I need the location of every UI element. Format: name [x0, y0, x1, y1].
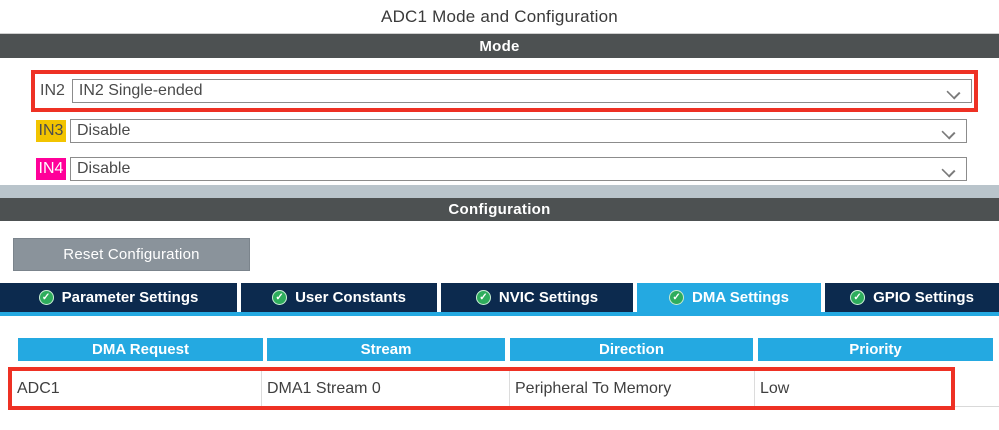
- tab-dma-settings[interactable]: DMA Settings: [637, 283, 821, 312]
- cell-direction: Peripheral To Memory: [510, 371, 755, 406]
- in3-selected-value: Disable: [77, 122, 131, 139]
- in2-selected-value: IN2 Single-ended: [78, 82, 203, 99]
- tab-label: User Constants: [295, 289, 406, 306]
- check-circle-icon: [669, 290, 685, 305]
- tab-user-constants[interactable]: User Constants: [241, 283, 437, 312]
- cell-dma-request: ADC1: [12, 371, 262, 406]
- in2-label: IN2: [40, 82, 65, 99]
- settings-tab-bar: Parameter Settings User Constants NVIC S…: [0, 283, 999, 316]
- tab-parameter-settings[interactable]: Parameter Settings: [0, 283, 237, 312]
- column-header-priority: Priority: [758, 338, 993, 361]
- dma-table-header: DMA Request Stream Direction Priority: [0, 338, 999, 361]
- tab-label: GPIO Settings: [873, 289, 974, 306]
- cell-priority: Low: [760, 379, 790, 397]
- column-header-dma-request: DMA Request: [18, 338, 263, 361]
- cell-stream: DMA1 Stream 0: [262, 371, 510, 406]
- chevron-down-icon: [941, 125, 956, 140]
- mode-panel-footer-strip: [0, 185, 999, 198]
- check-circle-icon: [850, 290, 866, 305]
- active-tab-underline: [0, 312, 999, 316]
- tab-label: Parameter Settings: [61, 289, 199, 306]
- tab-label: NVIC Settings: [498, 289, 599, 306]
- in3-label: IN3: [36, 120, 66, 142]
- in2-mode-select[interactable]: IN2 Single-ended: [71, 79, 972, 103]
- check-circle-icon: [475, 290, 491, 305]
- tab-nvic-settings[interactable]: NVIC Settings: [441, 283, 633, 312]
- column-header-stream: Stream: [267, 338, 505, 361]
- in3-mode-select[interactable]: Disable: [70, 119, 967, 143]
- in4-mode-select[interactable]: Disable: [70, 157, 967, 181]
- in3-row: IN3 Disable: [36, 119, 967, 143]
- check-circle-icon: [272, 290, 288, 305]
- chevron-down-icon: [941, 163, 956, 178]
- in4-label: IN4: [36, 158, 66, 180]
- configuration-section-header: Configuration: [0, 198, 999, 221]
- page-title: ADC1 Mode and Configuration: [0, 0, 999, 34]
- in2-row-highlight: IN2 IN2 Single-ended: [31, 70, 978, 112]
- tab-gpio-settings[interactable]: GPIO Settings: [825, 283, 999, 312]
- check-circle-icon: [38, 290, 54, 305]
- reset-configuration-button[interactable]: Reset Configuration: [13, 238, 250, 271]
- tab-label: DMA Settings: [692, 289, 789, 306]
- dma-table-row-adc1[interactable]: ADC1 DMA1 Stream 0 Peripheral To Memory …: [8, 367, 955, 410]
- chevron-down-icon: [946, 85, 961, 100]
- in4-selected-value: Disable: [77, 160, 131, 177]
- column-header-direction: Direction: [510, 338, 753, 361]
- in4-row: IN4 Disable: [36, 157, 967, 181]
- table-grid-line: [955, 406, 999, 407]
- mode-section-header: Mode: [0, 34, 999, 58]
